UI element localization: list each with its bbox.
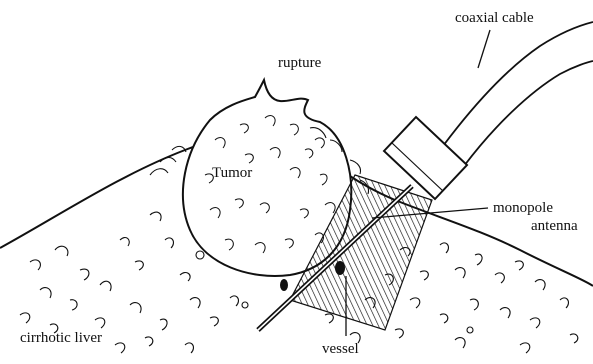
label-monopole: monopole [493, 200, 553, 216]
label-rupture: rupture [278, 55, 322, 71]
coaxial-cable [384, 22, 593, 199]
label-coaxial-cable: coaxial cable [455, 10, 534, 26]
label-cirrhotic-liver: cirrhotic liver [20, 330, 102, 346]
label-vessel: vessel [322, 341, 359, 357]
label-antenna: antenna [531, 218, 578, 234]
label-tumor: Tumor [212, 165, 252, 181]
cable-connector [384, 117, 467, 199]
